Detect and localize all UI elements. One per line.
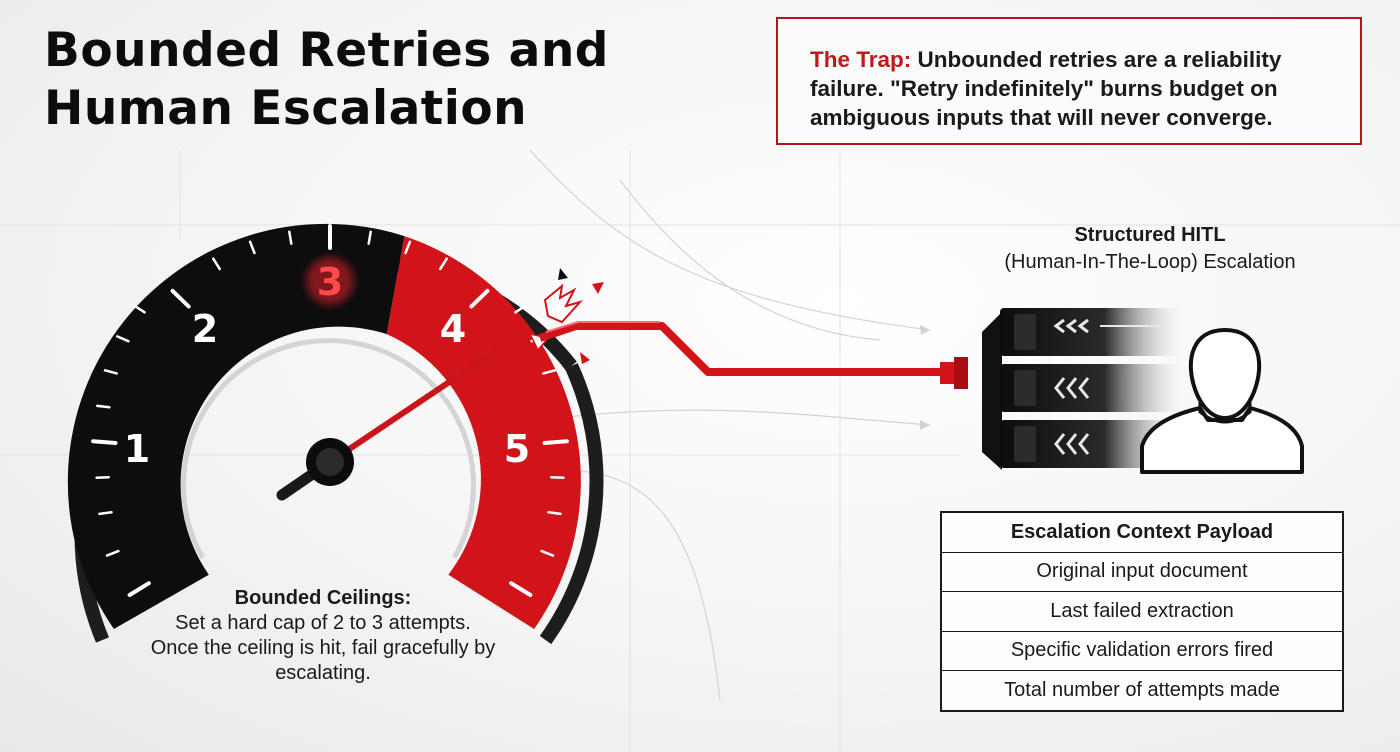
- table-row: Original input document: [940, 551, 1344, 592]
- title-line-1: Bounded Retries and: [44, 23, 609, 78]
- payload-header: Escalation Context Payload: [940, 511, 1344, 553]
- gauge-major-ticks: [91, 224, 569, 597]
- hitl-subtitle: (Human-In-The-Loop) Escalation: [1004, 251, 1296, 273]
- title-line-2: Human Escalation: [44, 81, 528, 136]
- payload-item: Specific validation errors fired: [940, 630, 1344, 671]
- gauge-safe-band: [67, 223, 405, 629]
- gauge-label-2: 2: [192, 307, 218, 351]
- bounded-ceilings-note: Bounded Ceilings: Set a hard cap of 2 to…: [150, 586, 496, 686]
- table-row: Last failed extraction: [940, 591, 1344, 632]
- human-user-icon: [1140, 327, 1304, 474]
- gauge-label-5: 5: [504, 427, 530, 471]
- trap-text: Unbounded retries are a reliability fail…: [810, 47, 1282, 130]
- hitl-heading: Structured HITL (Human-In-The-Loop) Esca…: [960, 222, 1340, 276]
- escalation-payload-table: Escalation Context Payload Original inpu…: [940, 511, 1344, 712]
- payload-item: Total number of attempts made: [940, 670, 1344, 711]
- gauge-outer-rim-right: [539, 363, 604, 645]
- ceilings-text: Set a hard cap of 2 to 3 attempts. Once …: [150, 612, 496, 684]
- cable-plug-head: [954, 357, 968, 389]
- gauge-inner-arc: [181, 338, 476, 559]
- payload-header-row: Escalation Context Payload: [940, 511, 1344, 553]
- cable-plug: [940, 362, 954, 384]
- needle-hub-cap: [316, 448, 344, 476]
- gauge-label-1: 1: [124, 427, 150, 471]
- table-row: Specific validation errors fired: [940, 630, 1344, 671]
- gauge-label-4: 4: [440, 307, 466, 351]
- gauge-minor-ticks: [95, 230, 565, 557]
- payload-item: Last failed extraction: [940, 591, 1344, 632]
- gauge-needle: [327, 345, 503, 465]
- gauge-label-3: 3: [317, 260, 343, 304]
- table-row: Total number of attempts made: [940, 670, 1344, 711]
- trap-label: The Trap:: [810, 47, 912, 72]
- ceilings-title: Bounded Ceilings:: [234, 587, 412, 609]
- trap-callout: The Trap: Unbounded retries are a reliab…: [776, 17, 1362, 145]
- payload-item: Original input document: [940, 551, 1344, 592]
- page-title: Bounded Retries and Human Escalation: [44, 22, 609, 138]
- escalation-cable: [538, 322, 945, 376]
- label-3-glow: [306, 257, 354, 305]
- hitl-title: Structured HITL: [1074, 224, 1226, 246]
